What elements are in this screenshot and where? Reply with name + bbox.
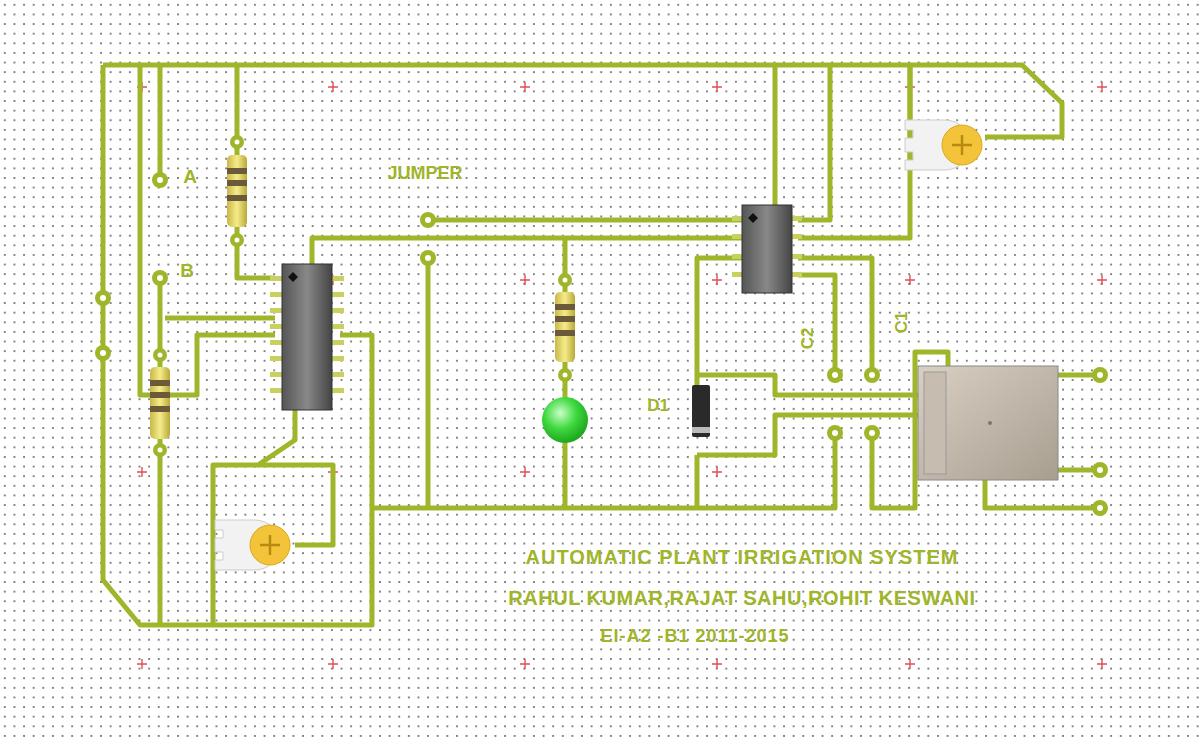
signal-name: A <box>183 167 197 186</box>
pad-holes <box>100 140 1103 512</box>
part-name: C2 <box>799 327 816 349</box>
potentiometer-symbol <box>215 120 982 570</box>
part-name: D1 <box>647 397 669 414</box>
part-name: C1 <box>893 311 910 333</box>
board-title: AUTOMATIC PLANT IRRIGATION SYSTEM <box>526 547 959 567</box>
diode-symbol <box>692 385 710 437</box>
signal-name: B <box>180 261 194 280</box>
part-name: JUMPER <box>387 164 462 182</box>
batch-year: EI-A2 -B1 2011-2015 <box>600 627 789 645</box>
relay-symbol <box>918 366 1058 480</box>
ic-chip <box>270 205 802 410</box>
copper-traces <box>103 65 1100 625</box>
author-names: RAHUL KUMAR,RAJAT SAHU,ROHIT KESWANI <box>508 588 975 608</box>
resistor-symbol <box>150 155 575 439</box>
pads <box>95 135 1108 516</box>
grid-crosses <box>137 82 1107 669</box>
led-symbol <box>542 397 588 443</box>
